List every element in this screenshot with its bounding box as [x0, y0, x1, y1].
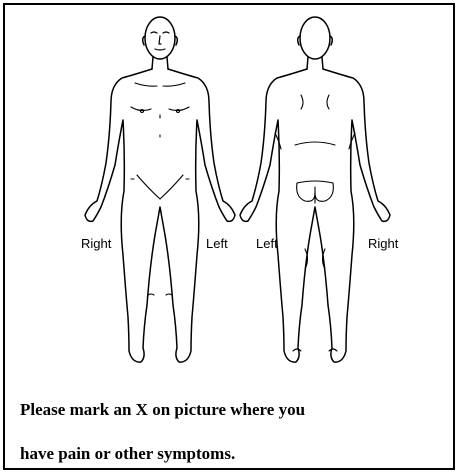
back-neck-right [322, 57, 323, 69]
instruction-line-1: Please mark an X on picture where you [20, 401, 305, 418]
back-torso-details [275, 95, 355, 351]
back-body-figure[interactable] [240, 17, 390, 362]
front-torso-details [131, 83, 189, 295]
back-head [300, 17, 330, 59]
front-body-outline [85, 69, 235, 362]
back-neck-left [307, 57, 308, 69]
back-left-label: Left [256, 237, 278, 250]
front-left-label: Left [206, 237, 228, 250]
front-face [151, 32, 169, 50]
pain-diagram-form: Right Left Left Right Please mark an X o… [3, 3, 455, 470]
body-diagram[interactable]: Right Left Left Right [5, 5, 457, 375]
front-neck-left [152, 57, 153, 69]
back-body-outline [240, 69, 390, 362]
back-right-label: Right [368, 237, 398, 250]
front-body-figure[interactable] [85, 17, 235, 362]
front-neck-right [167, 57, 168, 69]
instruction-line-2: have pain or other symptoms. [20, 445, 235, 462]
front-right-label: Right [81, 237, 111, 250]
